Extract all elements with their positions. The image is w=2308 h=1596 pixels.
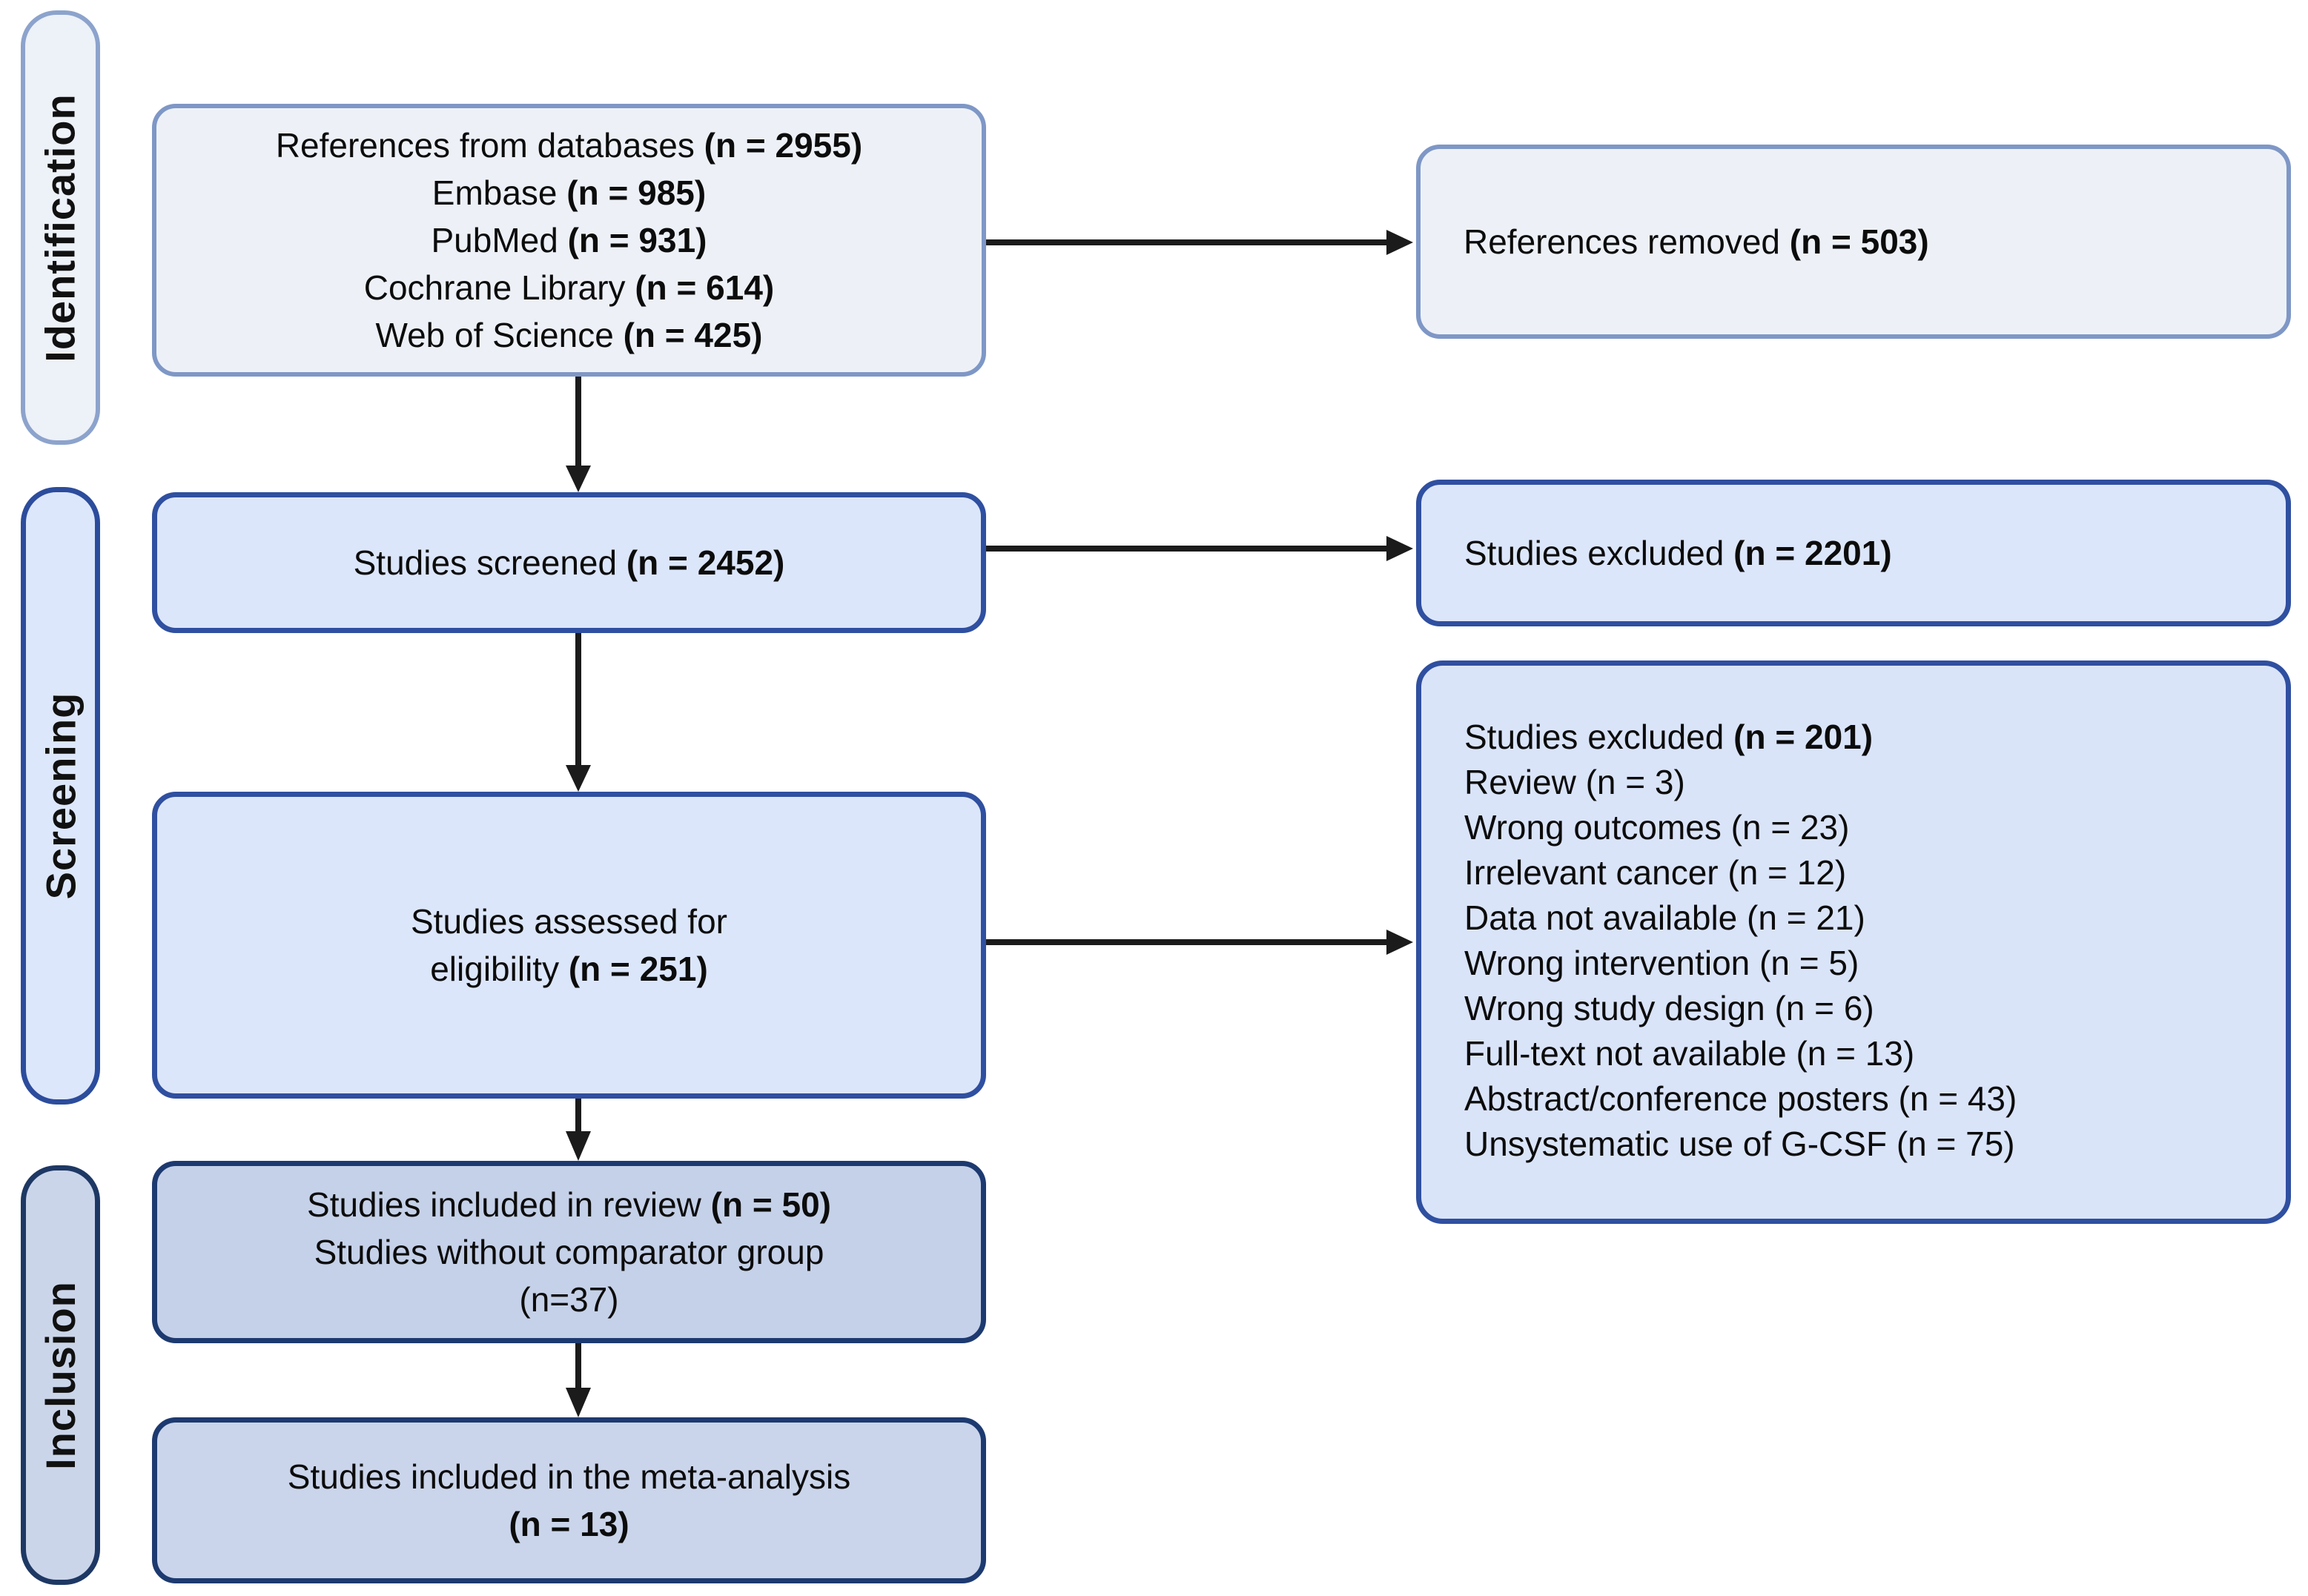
exclusion-reason-line: Abstract/conference posters (n = 43) [1464, 1079, 2017, 1118]
exclusion-reason-line: Data not available (n = 21) [1464, 898, 1865, 937]
included-review-line-3: (n=37) [519, 1280, 619, 1319]
box-exclusion-reasons: Studies excluded (n = 201) Review (n = 3… [1416, 660, 2291, 1224]
stage-label-identification: Identification [21, 10, 100, 445]
exclusion-reason-line: Wrong study design (n = 6) [1464, 989, 1874, 1027]
stage-label-screening-text: Screening [37, 692, 85, 900]
included-meta-line-2: (n = 13) [509, 1505, 629, 1543]
arrow-eligibility-to-review [566, 1099, 591, 1161]
exclusion-reason-line: Unsystematic use of G-CSF (n = 75) [1464, 1125, 2015, 1163]
stage-label-screening: Screening [21, 487, 100, 1105]
arrow-review-to-meta [566, 1343, 591, 1417]
stage-label-identification-text: Identification [37, 93, 85, 362]
databases-wos-line: Web of Science (n = 425) [375, 316, 763, 354]
exclusion-reason-line: Wrong intervention (n = 5) [1464, 944, 1859, 982]
eligibility-line-2: eligibility (n = 251) [430, 950, 708, 988]
box-studies-screened: Studies screened (n = 2452) [152, 492, 986, 633]
arrow-screened-to-eligibility [566, 633, 591, 792]
stage-label-inclusion-text: Inclusion [37, 1280, 85, 1470]
box-studies-included-review: Studies included in review (n = 50) Stud… [152, 1161, 986, 1343]
included-review-line-2: Studies without comparator group [314, 1233, 824, 1271]
studies-excluded-line: Studies excluded (n = 2201) [1464, 534, 1892, 572]
included-review-line-1: Studies included in review (n = 50) [307, 1185, 831, 1224]
exclusion-reason-line: Full-text not available (n = 13) [1464, 1034, 1915, 1073]
exclusion-reason-line: Irrelevant cancer (n = 12) [1464, 853, 1847, 892]
exclusion-reason-line: Wrong outcomes (n = 23) [1464, 808, 1850, 847]
databases-pubmed-line: PubMed (n = 931) [431, 221, 707, 259]
arrow-eligibility-to-reasons [986, 930, 1413, 955]
databases-cochrane-line: Cochrane Library (n = 614) [363, 268, 775, 307]
included-meta-line-1: Studies included in the meta-analysis [287, 1457, 851, 1496]
box-studies-included-meta-analysis: Studies included in the meta-analysis (n… [152, 1417, 986, 1583]
databases-embase-line: Embase (n = 985) [431, 173, 707, 212]
arrow-databases-to-screened [566, 377, 591, 492]
arrow-screened-to-excluded [986, 536, 1413, 561]
references-removed-line: References removed (n = 503) [1464, 222, 1929, 261]
box-studies-assessed-eligibility: Studies assessed for eligibility (n = 25… [152, 792, 986, 1099]
box-references-from-databases: References from databases (n = 2955) Emb… [152, 104, 986, 377]
exclusion-reason-line: Review (n = 3) [1464, 763, 1685, 801]
eligibility-line-1: Studies assessed for [410, 902, 727, 941]
databases-total-line: References from databases (n = 2955) [275, 126, 863, 165]
arrow-databases-to-removed [986, 230, 1413, 255]
exclusion-reason-line: Studies excluded (n = 201) [1464, 718, 1874, 756]
box-studies-excluded-screening: Studies excluded (n = 2201) [1416, 480, 2291, 626]
studies-screened-line: Studies screened (n = 2452) [353, 543, 785, 582]
box-references-removed: References removed (n = 503) [1416, 145, 2291, 339]
stage-label-inclusion: Inclusion [21, 1165, 100, 1585]
